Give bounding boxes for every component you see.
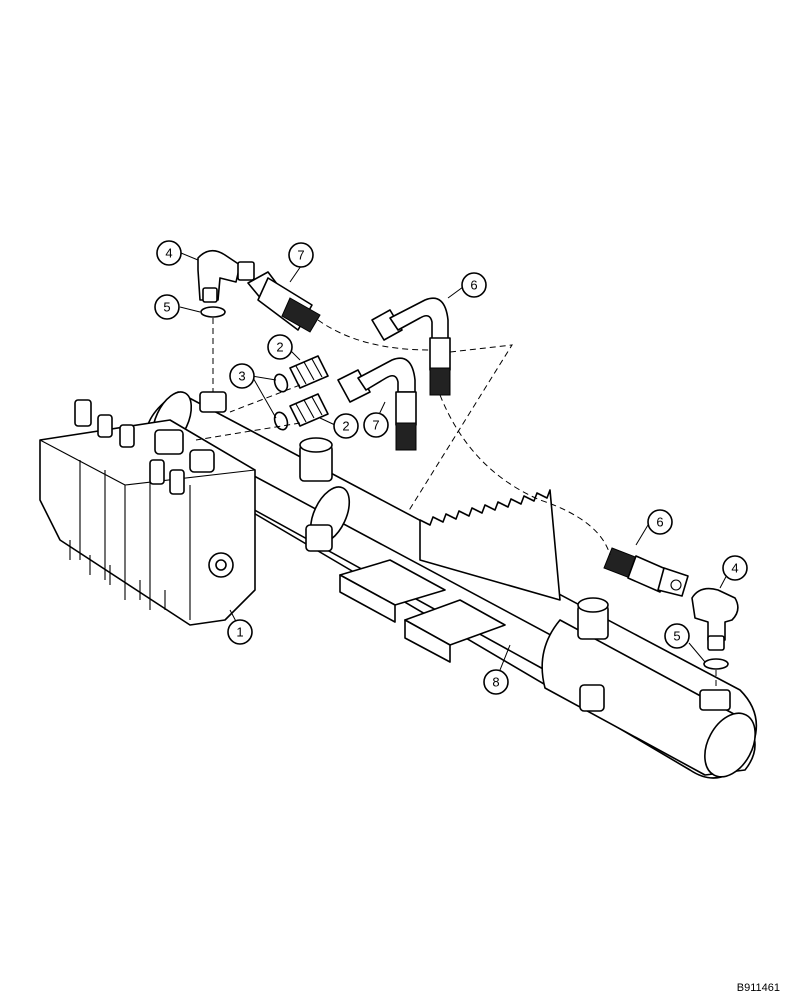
callout-6-lower-label: 6 — [656, 515, 663, 530]
callout-7-upper: 7 — [288, 242, 314, 268]
o-ring-upper[interactable] — [200, 306, 226, 318]
callout-5-upper-label: 5 — [163, 300, 170, 315]
connector-lower[interactable] — [289, 393, 329, 427]
callout-4-lower-label: 4 — [731, 561, 738, 576]
callout-7-upper-label: 7 — [297, 248, 304, 263]
callout-2-lower-label: 2 — [342, 419, 349, 434]
callout-6-upper: 6 — [461, 272, 487, 298]
callout-4-upper-label: 4 — [165, 246, 172, 261]
callout-2-upper: 2 — [267, 334, 293, 360]
callout-6-upper-label: 6 — [470, 278, 477, 293]
callout-4-lower: 4 — [722, 555, 748, 581]
elbow-fitting-upper[interactable] — [197, 249, 255, 303]
callout-5-upper: 5 — [154, 294, 180, 320]
bent-tube-upper[interactable] — [371, 297, 451, 396]
o-ring-3b[interactable] — [272, 410, 289, 431]
callout-4-upper: 4 — [156, 240, 182, 266]
callout-7-lower: 7 — [363, 412, 389, 438]
hose-lower[interactable] — [603, 547, 689, 597]
hose-upper[interactable] — [247, 271, 321, 333]
callout-5-lower-label: 5 — [673, 629, 680, 644]
callout-8: 8 — [483, 669, 509, 695]
control-valve[interactable] — [39, 399, 256, 626]
connector-upper[interactable] — [289, 355, 329, 389]
bent-tube-lower[interactable] — [337, 357, 417, 451]
figure-id: B911461 — [736, 982, 780, 994]
o-ring-3a[interactable] — [272, 372, 289, 393]
callout-3: 3 — [229, 363, 255, 389]
callout-1: 1 — [227, 619, 253, 645]
callout-6-lower: 6 — [647, 509, 673, 535]
callout-5-lower: 5 — [664, 623, 690, 649]
callout-7-lower-label: 7 — [372, 418, 379, 433]
callout-8-label: 8 — [492, 675, 499, 690]
callout-2-lower: 2 — [333, 413, 359, 439]
connection-lines — [195, 318, 717, 690]
callout-2-upper-label: 2 — [276, 340, 283, 355]
callout-1-label: 1 — [236, 625, 243, 640]
callout-3-label: 3 — [238, 369, 245, 384]
o-ring-lower[interactable] — [703, 658, 729, 670]
elbow-fitting-lower[interactable] — [691, 587, 739, 651]
